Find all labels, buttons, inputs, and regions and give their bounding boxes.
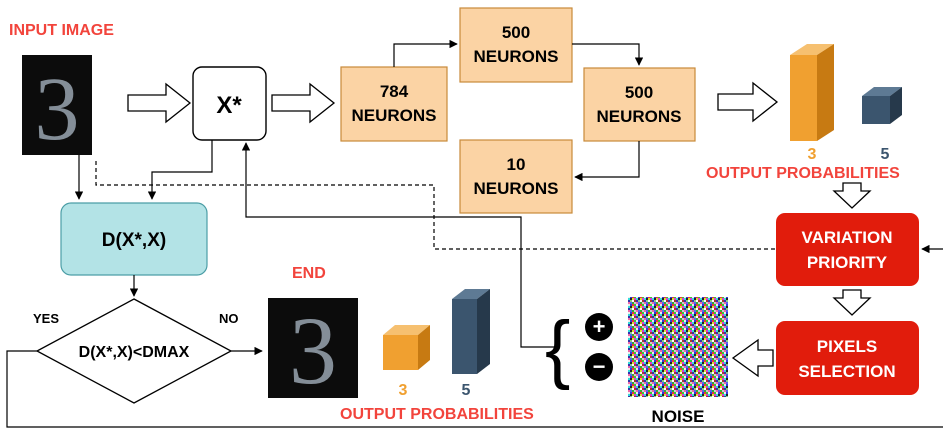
input-digit-image: 3 bbox=[22, 55, 92, 159]
output-top-label: OUTPUT PROBABILITIES bbox=[706, 165, 900, 182]
x-star-label: X* bbox=[216, 92, 242, 119]
no-label: NO bbox=[219, 311, 239, 326]
pixels-selection-line2: SELECTION bbox=[798, 362, 895, 381]
output-top-class-5: 5 bbox=[881, 146, 890, 163]
output-bottom-cube-5 bbox=[452, 289, 490, 374]
distance-label: D(X*,X) bbox=[102, 230, 166, 251]
output-top-class-3: 3 bbox=[808, 146, 817, 163]
dashed-line-variation-to-input bbox=[95, 158, 775, 250]
end-label: END bbox=[292, 265, 326, 282]
minus-icon: − bbox=[585, 353, 613, 381]
end-digit-image: 3 bbox=[268, 297, 358, 404]
arrow-500a-to-500b bbox=[572, 43, 644, 66]
output-bottom-cube-3 bbox=[383, 325, 430, 370]
distance-box: D(X*,X) bbox=[60, 202, 208, 276]
decision-label: D(X*,X)<DMAX bbox=[79, 344, 190, 361]
curly-brace: { bbox=[545, 306, 570, 391]
hollow-arrow-pixels-to-noise bbox=[731, 338, 774, 378]
pixels-selection-box: PIXELS SELECTION bbox=[776, 321, 919, 395]
end-digit-glyph: 3 bbox=[289, 297, 337, 404]
output-bottom-class-5: 5 bbox=[462, 382, 471, 399]
input-digit-glyph: 3 bbox=[35, 60, 80, 159]
yes-label: YES bbox=[33, 311, 59, 326]
hollow-arrow-output-to-variation bbox=[832, 182, 872, 209]
variation-priority-box: VARIATION PRIORITY bbox=[776, 213, 919, 286]
plus-icon: + bbox=[585, 313, 613, 341]
hollow-arrow-xstar-to-network bbox=[271, 82, 336, 124]
neuron-layer-500-b: 500 NEURONS bbox=[583, 67, 696, 142]
arrow-784-to-500a bbox=[393, 39, 458, 67]
output-top-cube-3 bbox=[790, 44, 834, 141]
neuron-784-count: 784 bbox=[380, 82, 409, 101]
variation-priority-line2: PRIORITY bbox=[807, 253, 888, 272]
neuron-500b-count: 500 bbox=[625, 83, 653, 102]
neuron-layer-500-a: 500 NEURONS bbox=[459, 7, 573, 83]
neuron-layer-10: 10 NEURONS bbox=[459, 139, 573, 214]
noise-image bbox=[628, 297, 728, 397]
output-top-cube-5 bbox=[862, 87, 902, 124]
neuron-500a-count: 500 bbox=[502, 23, 530, 42]
neuron-500b-unit: NEURONS bbox=[596, 107, 681, 126]
noise-label: NOISE bbox=[652, 407, 705, 426]
output-bottom-class-3: 3 bbox=[399, 382, 408, 399]
output-bottom-label: OUTPUT PROBABILITIES bbox=[340, 406, 534, 423]
neuron-layer-784: 784 NEURONS bbox=[340, 66, 448, 142]
hollow-arrow-variation-to-pixels bbox=[832, 289, 872, 316]
hollow-arrow-network-to-output bbox=[717, 81, 779, 123]
arrow-feedback-to-xstar bbox=[241, 142, 555, 348]
svg-text:+: + bbox=[593, 314, 606, 339]
svg-text:−: − bbox=[593, 354, 606, 379]
arrow-500b-to-10 bbox=[574, 141, 640, 182]
pixels-selection-line1: PIXELS bbox=[817, 337, 877, 356]
hollow-arrow-input-to-xstar bbox=[127, 82, 192, 124]
input-image-label: INPUT IMAGE bbox=[9, 22, 114, 39]
neuron-10-count: 10 bbox=[507, 155, 526, 174]
neuron-784-unit: NEURONS bbox=[351, 106, 436, 125]
neuron-10-unit: NEURONS bbox=[473, 179, 558, 198]
decision-diamond: D(X*,X)<DMAX bbox=[35, 298, 233, 404]
neuron-500a-unit: NEURONS bbox=[473, 47, 558, 66]
x-star-box: X* bbox=[192, 66, 267, 141]
variation-priority-line1: VARIATION bbox=[802, 228, 893, 247]
arrow-xstar-to-distance bbox=[147, 140, 213, 200]
yes-loop-line bbox=[6, 350, 943, 428]
